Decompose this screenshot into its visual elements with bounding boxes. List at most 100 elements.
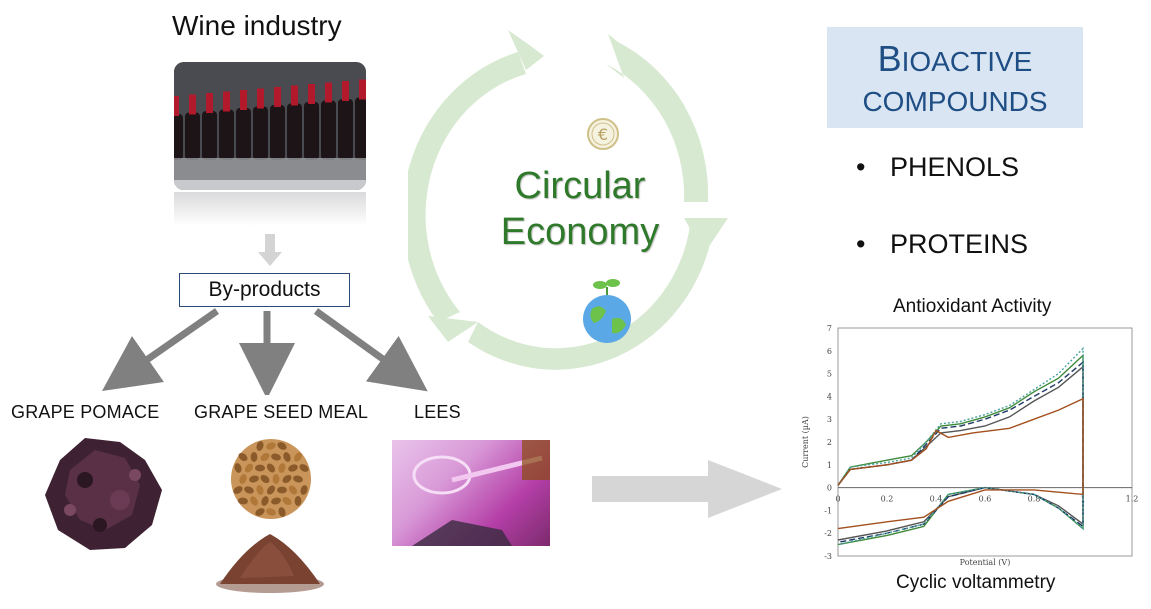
- circular-cycle-arrows: [408, 30, 728, 370]
- antioxidant-activity-label: Antioxidant Activity: [893, 296, 1052, 317]
- compounds-text: COMPOUNDS: [862, 86, 1048, 117]
- grape-seed: [250, 452, 258, 462]
- grape-seed: [261, 496, 269, 506]
- bottle-cap: [291, 85, 298, 106]
- bioactive-compounds-box: BIOACTIVE COMPOUNDS: [827, 27, 1083, 128]
- y-tick-label: 4: [827, 392, 832, 401]
- grape-pomace-image: [45, 438, 162, 550]
- cv-series-line-4: [837, 397, 1084, 530]
- grape-seed: [277, 486, 287, 494]
- grape-seed: [266, 442, 276, 450]
- grape-seed: [244, 486, 254, 494]
- grape-seed: [271, 497, 281, 505]
- y-tick-label: -1: [824, 506, 832, 515]
- bullet-proteins: •PROTEINS: [856, 229, 1029, 259]
- y-tick-label: -2: [824, 529, 832, 538]
- bottle-cap: [325, 82, 332, 103]
- circular-economy-text: Circular Economy: [500, 163, 660, 255]
- bottle-body: [185, 112, 200, 160]
- bottle-body: [202, 111, 217, 160]
- bottle-cap: [342, 81, 349, 101]
- bottle-body: [355, 97, 366, 160]
- grape-seed: [288, 485, 298, 495]
- proteins-label: PROTEINS: [890, 229, 1029, 259]
- grape-seed: [238, 452, 248, 462]
- grape-seed: [255, 508, 265, 516]
- grape-seed: [266, 463, 276, 473]
- svg-text:€: €: [598, 125, 608, 144]
- euro-coin-icon: €: [587, 118, 619, 150]
- wine-industry-title: Wine industry: [172, 10, 342, 41]
- bioactive-initial: B: [877, 38, 902, 79]
- grape-seed: [278, 463, 286, 473]
- grape-seed: [282, 474, 292, 484]
- grape-seed: [272, 474, 280, 484]
- grape-seed: [283, 452, 291, 462]
- x-tick-label: 0.2: [881, 495, 894, 504]
- grape-seed: [277, 442, 287, 450]
- grape-seed: [271, 453, 281, 461]
- x-tick-label: 0.8: [1028, 495, 1041, 504]
- bottle-cap: [174, 96, 179, 116]
- grape-seed: [239, 474, 247, 484]
- y-tick-label: 2: [827, 438, 832, 447]
- bottle-body: [236, 108, 251, 160]
- bottle-cap: [359, 79, 366, 100]
- phenols-label: PHENOLS: [890, 152, 1020, 182]
- grape-seed: [266, 485, 276, 495]
- bottle-body: [174, 114, 183, 160]
- bottle-body: [304, 102, 319, 160]
- bottle-body: [253, 106, 268, 160]
- cv-series-line-3: [837, 346, 1084, 546]
- cyclic-voltammetry-label: Cyclic voltammetry: [896, 572, 1056, 593]
- y-tick-label: 5: [827, 370, 832, 379]
- grape-seed-meal-label: GRAPE SEED MEAL: [194, 402, 369, 422]
- bottle-cap: [274, 87, 281, 107]
- branch-arrows: [102, 308, 428, 395]
- bottle-cap: [189, 94, 196, 115]
- cv-series-line-0: [837, 353, 1084, 546]
- bioactive-rest: IOACTIVE: [901, 46, 1033, 77]
- bottle-body: [219, 109, 234, 160]
- grape-seed: [234, 463, 242, 473]
- y-tick-label: 7: [827, 324, 832, 333]
- bullet-phenols: •PHENOLS: [856, 152, 1020, 182]
- economy-line: Economy: [500, 211, 660, 253]
- seed-meal-powder-image: [216, 534, 324, 593]
- bottle-cap: [240, 90, 247, 110]
- lees-label: LEES: [414, 402, 461, 422]
- grape-seed: [256, 441, 264, 451]
- bottle-cap: [223, 91, 230, 112]
- grape-seed: [238, 497, 248, 505]
- bottle-cap: [308, 84, 315, 104]
- arrow-to-lees: [313, 308, 428, 392]
- x-tick-label: 0.4: [930, 495, 943, 504]
- x-tick-label: 0: [835, 495, 840, 504]
- bottle-body: [287, 103, 302, 160]
- globe-sprout-icon: [583, 279, 631, 343]
- bottle-body: [338, 99, 353, 160]
- grape-seed: [293, 475, 303, 483]
- bottle-cap: [206, 93, 213, 113]
- grape-seed: [300, 485, 308, 495]
- arrow-to-pomace: [102, 308, 219, 391]
- grape-seed: [244, 463, 254, 473]
- y-tick-label: 3: [827, 415, 832, 424]
- grape-seed: [288, 464, 298, 472]
- grape-seed: [233, 486, 243, 494]
- y-axis-label: Current (µA): [801, 416, 810, 468]
- right-arrow-icon: [592, 460, 782, 518]
- circular-line: Circular: [514, 165, 646, 207]
- lees-image: [392, 440, 550, 546]
- by-products-box: By-products: [179, 273, 350, 307]
- grape-seed: [256, 485, 264, 495]
- grape-seed: [294, 452, 302, 462]
- y-tick-label: -3: [824, 552, 832, 561]
- grape-seed: [249, 475, 259, 483]
- bottles-reflection: [174, 192, 366, 226]
- bottle-body: [270, 105, 285, 160]
- x-axis-label: Potential (V): [960, 558, 1011, 566]
- grape-seed: [282, 496, 292, 506]
- y-tick-label: 6: [827, 347, 832, 356]
- down-arrow-icon: [258, 234, 282, 266]
